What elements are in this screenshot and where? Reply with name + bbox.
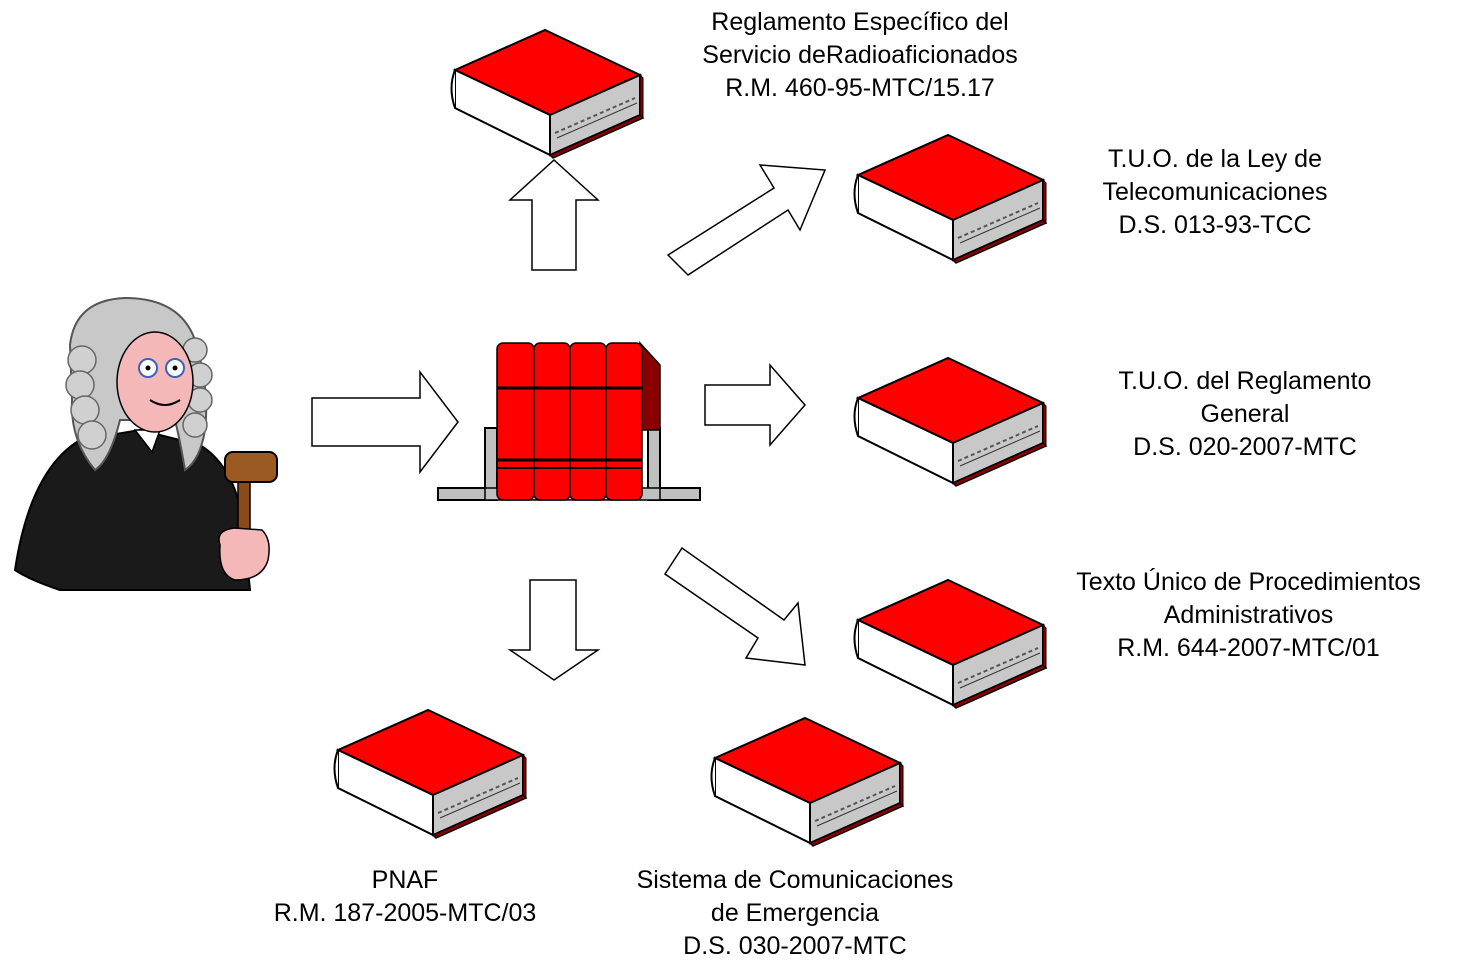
label-reglamento-especifico: Reglamento Específico del Servicio deRad… <box>630 6 1090 105</box>
label-line: Reglamento Específico del <box>711 8 1009 36</box>
judge-with-gavel-icon <box>13 296 278 591</box>
arrow-right <box>704 363 806 447</box>
red-book-icon <box>853 134 1047 264</box>
law-books-on-shelf-icon <box>437 341 701 501</box>
label-line: General <box>1200 400 1290 428</box>
red-book-icon <box>450 29 644 159</box>
label-line: D.S. 013-93-TCC <box>1118 211 1312 239</box>
label-line: T.U.O. de la Ley de <box>1107 145 1322 173</box>
label-tupa: Texto Único de Procedimientos Administra… <box>1030 566 1467 665</box>
label-line: de Emergencia <box>710 899 880 927</box>
label-line: Texto Único de Procedimientos <box>1076 568 1421 596</box>
label-line: Servicio deRadioaficionados <box>702 41 1018 69</box>
red-book-icon <box>853 579 1047 709</box>
label-line: PNAF <box>371 866 439 894</box>
red-book-icon <box>710 717 904 847</box>
label-tuo-reglamento: T.U.O. del Reglamento General D.S. 020-2… <box>1070 365 1420 464</box>
label-line: R.M. 460-95-MTC/15.17 <box>725 74 995 102</box>
label-line: R.M. 644-2007-MTC/01 <box>1117 634 1380 662</box>
label-line: Sistema de Comunicaciones <box>636 866 954 894</box>
arrow-up-right <box>666 164 827 276</box>
red-book-icon <box>333 709 527 839</box>
red-book-icon <box>853 357 1047 487</box>
label-pnaf: PNAF R.M. 187-2005-MTC/03 <box>240 864 570 930</box>
label-line: Administrativos <box>1163 601 1334 629</box>
arrow-down <box>507 579 601 681</box>
arrow-down-right <box>663 546 806 666</box>
label-line: R.M. 187-2005-MTC/03 <box>273 899 537 927</box>
arrow-judge-to-shelf <box>311 369 459 475</box>
label-line: T.U.O. del Reglamento <box>1118 367 1372 395</box>
label-line: Telecomunicaciones <box>1102 178 1328 206</box>
label-tuo-ley: T.U.O. de la Ley de Telecomunicaciones D… <box>1060 143 1370 242</box>
label-line: D.S. 030-2007-MTC <box>683 932 907 960</box>
label-sistema-emergencia: Sistema de Comunicaciones de Emergencia … <box>590 864 1000 963</box>
label-line: D.S. 020-2007-MTC <box>1133 433 1357 461</box>
arrow-up <box>508 158 600 271</box>
